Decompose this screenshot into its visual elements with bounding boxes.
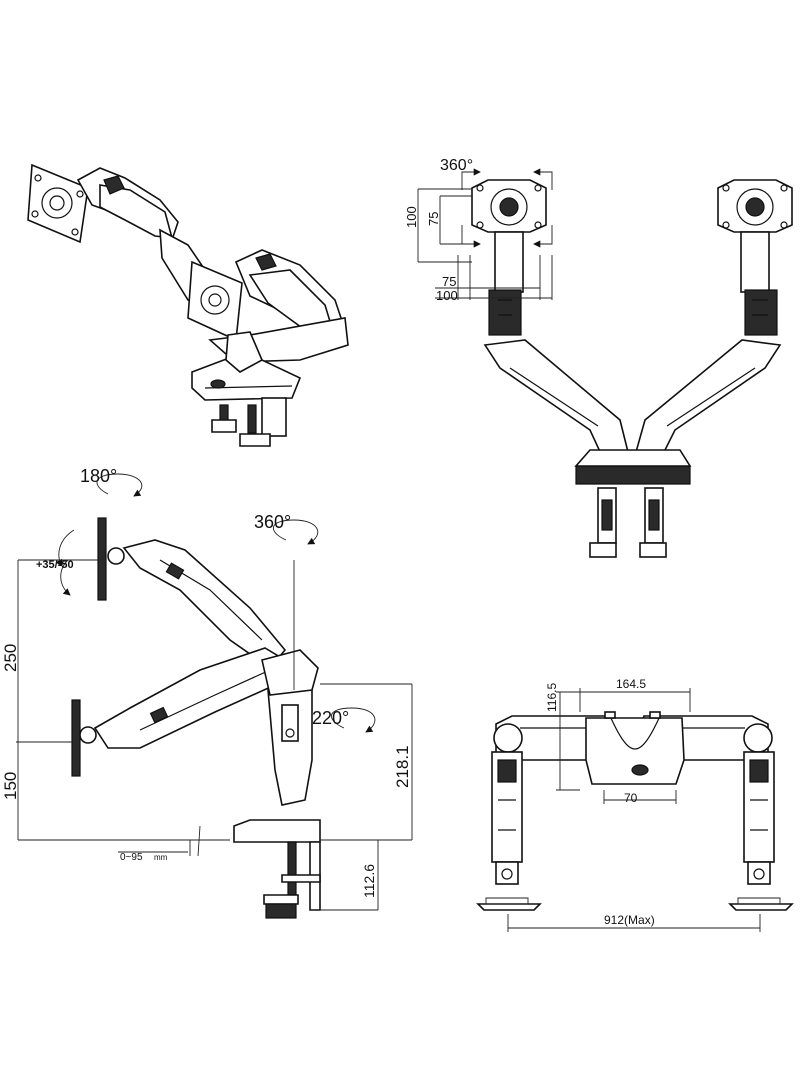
iso-base-clamp-icon (191, 331, 302, 447)
front-vesa-v100-label: 100 (404, 206, 419, 228)
vesa-plate-upper-icon (27, 163, 89, 244)
side-height-upper-label: 250 (1, 644, 20, 672)
rear-view: 116.5 164.5 70 912(Max) (476, 677, 794, 932)
front-vesa-v75-label: 75 (426, 212, 441, 226)
rear-base-icon (585, 711, 685, 785)
side-vesa-upper-icon (97, 517, 107, 601)
side-clamp-depth-label: 112.6 (361, 864, 377, 898)
front-base-clamp-icon (574, 449, 692, 558)
front-arm-right-icon (740, 231, 778, 336)
rear-max-span-label: 912(Max) (604, 913, 655, 927)
side-tilt-rotation-label: 180° (80, 466, 117, 486)
side-pole-height-label: 218.1 (393, 745, 412, 788)
side-view: 180° 360° +35/-50 250 150 220° 218.1 0~9… (1, 466, 413, 919)
side-vesa-lower-icon (71, 699, 81, 777)
side-height-lower-label: 150 (1, 772, 20, 800)
rear-base-width-label: 164.5 (616, 677, 646, 691)
vesa-plate-lower-icon (187, 260, 243, 342)
side-lower-arm-icon (93, 647, 286, 749)
side-arm-rotation-label: 220° (312, 708, 349, 728)
front-vesa-h100-label: 100 (436, 288, 458, 303)
front-rotation-label: 360° (440, 157, 473, 174)
front-arm-left-icon (488, 231, 524, 336)
side-clamp-unit-label: mm (154, 853, 168, 862)
side-clamp-thickness-label: 0~95 (120, 852, 143, 863)
rear-inner-width-label: 70 (624, 791, 638, 805)
side-tilt-range-label: +35/-50 (36, 559, 74, 571)
vesa-plate-right-icon (717, 179, 793, 233)
rear-drop-arm-right-icon (728, 751, 794, 911)
isometric-view (27, 163, 349, 447)
side-pole-icon (261, 649, 319, 806)
side-base-clamp-icon (233, 819, 321, 919)
front-view: 360° 100 75 75 100 (404, 157, 793, 558)
rear-height-label: 116.5 (545, 683, 559, 712)
vesa-plate-left-icon (471, 179, 547, 233)
side-pole-rotation-label: 360° (254, 512, 291, 532)
front-lower-arms-icon (483, 339, 782, 457)
front-vesa-h75-label: 75 (442, 274, 456, 289)
rear-drop-arm-left-icon (476, 751, 542, 911)
